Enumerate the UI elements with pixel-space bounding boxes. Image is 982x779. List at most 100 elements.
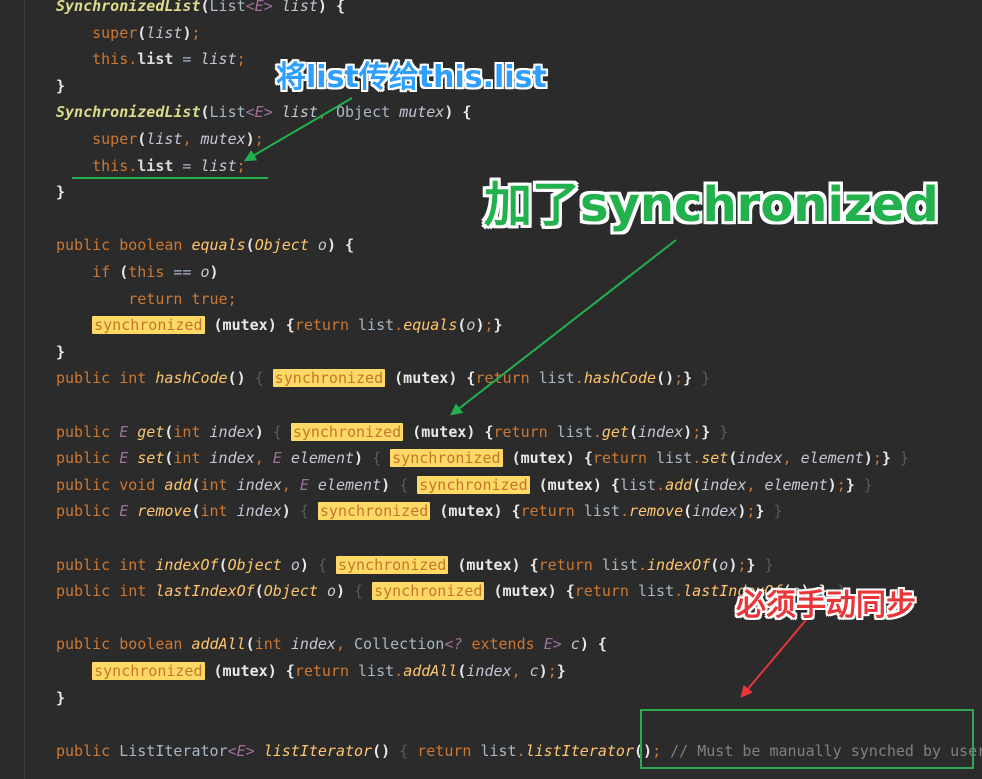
code-token: ( bbox=[218, 555, 228, 574]
code-token: list bbox=[628, 582, 675, 601]
code-token: } bbox=[881, 449, 891, 468]
code-token: ; bbox=[692, 422, 702, 441]
code-token: { bbox=[597, 635, 607, 654]
code-token: super bbox=[92, 23, 138, 42]
code-token: list bbox=[137, 156, 174, 175]
code-token: , bbox=[511, 662, 521, 680]
code-token bbox=[336, 236, 345, 254]
code-token: ; bbox=[746, 502, 756, 521]
code-token: get bbox=[137, 422, 165, 441]
synchronized-highlight: synchronized bbox=[92, 662, 205, 680]
code-token: ) bbox=[444, 103, 454, 122]
code-token: } bbox=[56, 183, 66, 202]
code-token: ( bbox=[164, 422, 174, 441]
code-token: ( bbox=[137, 23, 147, 42]
code-token: ; bbox=[227, 289, 237, 308]
code-line: public int lastIndexOf(Object o) { synch… bbox=[56, 578, 846, 604]
code-token: list bbox=[574, 502, 620, 521]
code-token: E bbox=[119, 449, 129, 468]
code-token: c bbox=[570, 635, 580, 654]
code-token: } bbox=[773, 502, 783, 521]
code-token: ) bbox=[281, 502, 291, 521]
code-token: Collection bbox=[354, 635, 445, 654]
code-token bbox=[318, 582, 327, 600]
code-token: , bbox=[254, 449, 264, 468]
code-token: . bbox=[394, 316, 404, 335]
code-token: . bbox=[692, 449, 702, 468]
code-token bbox=[390, 476, 399, 494]
code-token: ( bbox=[200, 0, 210, 15]
code-token: ; bbox=[236, 156, 246, 175]
code-token bbox=[309, 502, 318, 520]
code-line: public void add(int index, E element) { … bbox=[56, 472, 873, 498]
code-token: (mutex) bbox=[439, 502, 503, 521]
code-token bbox=[291, 502, 300, 520]
code-token: , bbox=[746, 475, 756, 494]
code-token: . bbox=[592, 422, 602, 441]
code-token: == bbox=[164, 263, 201, 281]
code-token bbox=[327, 0, 336, 15]
code-token: public bbox=[56, 449, 111, 468]
code-token: E bbox=[119, 502, 129, 521]
code-token bbox=[56, 130, 92, 148]
code-token: ; bbox=[809, 582, 819, 601]
code-token: } bbox=[836, 582, 846, 601]
code-token: { bbox=[354, 582, 364, 601]
code-token: super bbox=[92, 130, 138, 148]
code-token: list bbox=[146, 23, 183, 42]
code-token: (mutex) bbox=[511, 449, 575, 468]
code-token bbox=[128, 423, 137, 441]
code-token: } bbox=[683, 369, 693, 388]
code-token bbox=[110, 742, 119, 760]
code-token: ( bbox=[457, 662, 467, 680]
code-line: SynchronizedList(List<E> list) { bbox=[56, 0, 345, 19]
code-token: . bbox=[128, 156, 138, 175]
code-token: public boolean bbox=[56, 236, 183, 255]
code-token bbox=[282, 423, 291, 441]
code-token: return bbox=[574, 582, 629, 601]
code-token: . bbox=[394, 662, 404, 680]
code-token bbox=[146, 582, 155, 600]
synchronized-highlight: synchronized bbox=[272, 369, 386, 388]
code-token: ( bbox=[119, 263, 129, 281]
code-token: this bbox=[92, 156, 129, 175]
code-token: extends bbox=[471, 635, 535, 654]
code-token: indexOf bbox=[647, 555, 711, 574]
code-token bbox=[385, 369, 394, 387]
annotation-manual-sync: 必须手动同步 bbox=[736, 588, 916, 623]
code-line: } bbox=[56, 179, 65, 205]
code-token: E bbox=[299, 475, 309, 494]
code-token: } bbox=[56, 76, 66, 95]
code-token bbox=[201, 423, 210, 441]
code-token: ) bbox=[737, 502, 747, 521]
code-token: equals bbox=[191, 236, 246, 255]
code-token: Object bbox=[254, 236, 309, 255]
code-token: o bbox=[326, 582, 336, 601]
synchronized-highlight: synchronized bbox=[92, 316, 205, 335]
code-token: list bbox=[619, 475, 657, 494]
code-token: int bbox=[200, 475, 228, 494]
code-token: ) bbox=[254, 422, 264, 441]
code-token: { bbox=[272, 422, 282, 441]
code-token: public bbox=[56, 502, 111, 521]
code-line: public E set(int index, E element) { syn… bbox=[56, 445, 909, 471]
code-token: . bbox=[516, 741, 526, 760]
code-token: return bbox=[417, 741, 472, 760]
code-token: index bbox=[209, 422, 255, 441]
code-token: } bbox=[818, 582, 828, 601]
code-token: ) bbox=[182, 23, 192, 42]
code-token: if bbox=[92, 263, 111, 281]
code-token: public int bbox=[56, 369, 147, 388]
code-token bbox=[110, 423, 119, 441]
code-line: public ListIterator<E> listIterator() { … bbox=[56, 738, 982, 764]
code-token: ) bbox=[299, 555, 309, 574]
code-line: public int hashCode() { synchronized (mu… bbox=[56, 365, 710, 391]
code-token: { bbox=[484, 422, 494, 441]
code-token: public bbox=[56, 422, 111, 441]
code-token: ) bbox=[381, 475, 391, 494]
code-line: return true; bbox=[56, 286, 237, 312]
code-token: add bbox=[665, 475, 693, 494]
code-token: { bbox=[372, 449, 382, 468]
